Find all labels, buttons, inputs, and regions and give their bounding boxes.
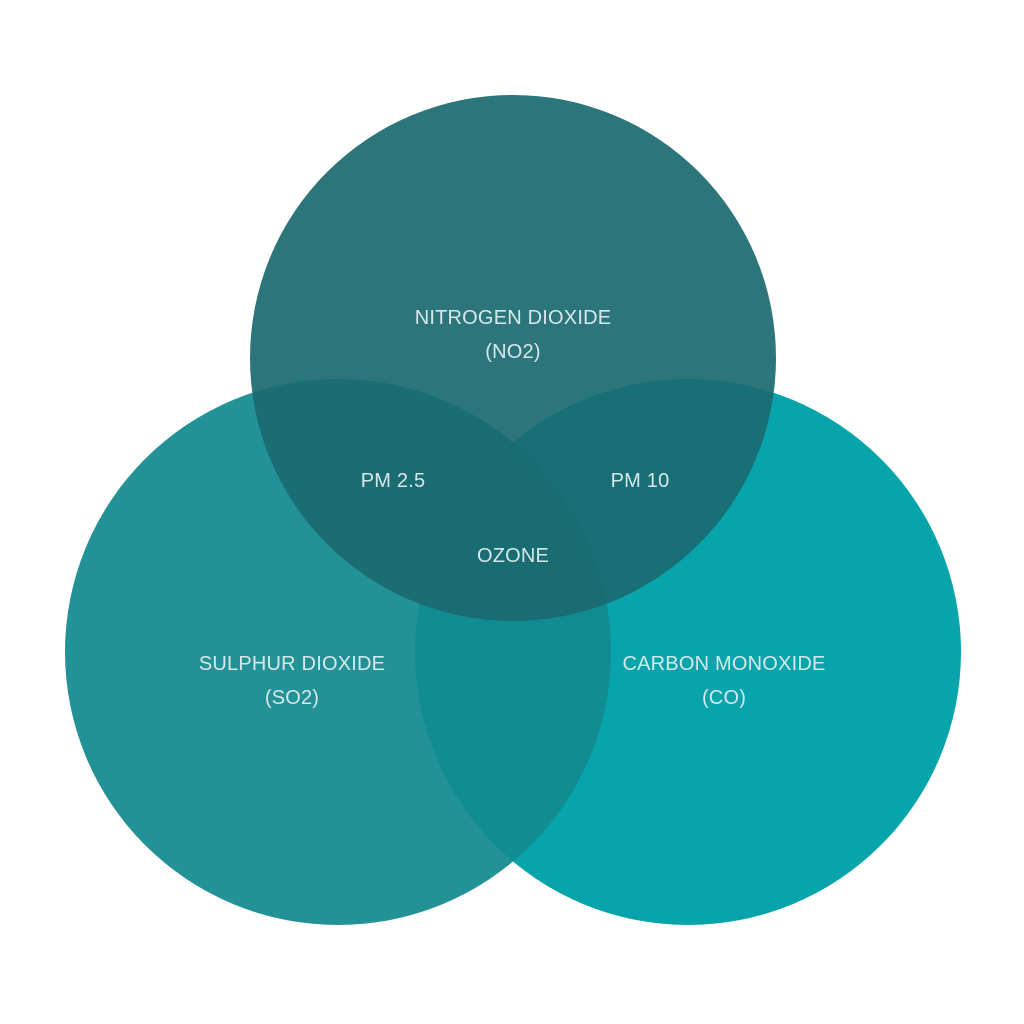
label-carbon-monoxide-formula: (CO) bbox=[702, 687, 746, 709]
label-nitrogen-dioxide-formula: (NO2) bbox=[485, 341, 540, 363]
circle-nitrogen-dioxide bbox=[250, 95, 776, 621]
label-nitrogen-dioxide-name: NITROGEN DIOXIDE bbox=[415, 307, 612, 329]
label-sulphur-dioxide-name: SULPHUR DIOXIDE bbox=[199, 653, 385, 675]
label-carbon-monoxide-name: CARBON MONOXIDE bbox=[622, 653, 825, 675]
label-ozone-intersection: OZONE bbox=[477, 545, 549, 567]
label-pm10-intersection: PM 10 bbox=[611, 470, 670, 492]
label-sulphur-dioxide-formula: (SO2) bbox=[265, 687, 319, 709]
label-pm25-intersection: PM 2.5 bbox=[361, 470, 426, 492]
